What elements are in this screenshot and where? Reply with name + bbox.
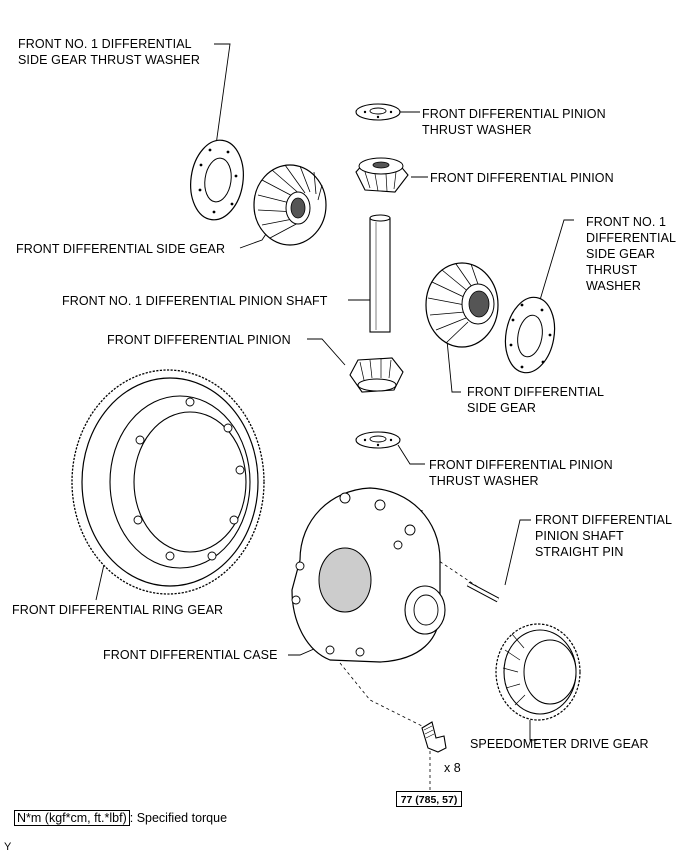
legend-text: : Specified torque — [129, 811, 228, 825]
label-line: SIDE GEAR THRUST WASHER — [18, 53, 200, 67]
figure-id: Y — [4, 841, 12, 853]
label-pinion-lower: FRONT DIFFERENTIAL PINION — [107, 333, 291, 347]
side-gear-thrust-washer-right — [504, 296, 556, 374]
legend-unit-box: N*m (kgf*cm, ft.*lbf) — [14, 810, 130, 826]
label-pinion-shaft: FRONT NO. 1 DIFFERENTIAL PINION SHAFT — [62, 294, 328, 308]
label-pinion-top: FRONT DIFFERENTIAL PINION — [430, 171, 614, 185]
straight-pin — [466, 581, 500, 603]
label-case: FRONT DIFFERENTIAL CASE — [103, 648, 278, 662]
label-line: DIFFERENTIAL — [586, 231, 677, 245]
torque-legend: N*m (kgf*cm, ft.*lbf): Specified torque — [14, 810, 227, 826]
pinion-top — [355, 157, 409, 193]
label-line: FRONT NO. 1 — [586, 215, 667, 229]
label-line: STRAIGHT PIN — [535, 545, 624, 559]
label-side-washer-left: FRONT NO. 1 DIFFERENTIAL SIDE GEAR THRUS… — [18, 36, 200, 68]
label-line: THRUST WASHER — [422, 123, 532, 137]
label-line: THRUST — [586, 263, 638, 277]
label-line: FRONT DIFFERENTIAL — [535, 513, 672, 527]
dashed-guides — [339, 544, 491, 790]
label-speedometer-gear: SPEEDOMETER DRIVE GEAR — [470, 737, 649, 751]
side-gear-left — [253, 164, 327, 246]
label-ring-gear: FRONT DIFFERENTIAL RING GEAR — [12, 603, 224, 617]
label-line: FRONT NO. 1 DIFFERENTIAL — [18, 37, 192, 51]
label-line: WASHER — [586, 279, 642, 293]
pinion-shaft — [369, 214, 391, 333]
torque-value-box: 77 (785, 57) — [396, 791, 462, 807]
side-gear-thrust-washer-left — [190, 139, 244, 221]
label-side-gear-right: FRONT DIFFERENTIAL SIDE GEAR — [467, 384, 604, 416]
label-pinion-washer-lower: FRONT DIFFERENTIAL PINION THRUST WASHER — [429, 457, 613, 489]
label-pinion-washer-top: FRONT DIFFERENTIAL PINION THRUST WASHER — [422, 106, 606, 138]
pinion-thrust-washer-lower — [355, 431, 401, 449]
label-line: PINION SHAFT — [535, 529, 624, 543]
label-line: FRONT DIFFERENTIAL PINION — [422, 107, 606, 121]
label-side-gear-left: FRONT DIFFERENTIAL SIDE GEAR — [16, 242, 226, 256]
pinion-lower — [349, 357, 404, 393]
label-straight-pin: FRONT DIFFERENTIAL PINION SHAFT STRAIGHT… — [535, 512, 672, 560]
pinion-thrust-washer-top — [355, 103, 401, 121]
ring-gear — [71, 369, 265, 595]
bolt-quantity: x 8 — [444, 761, 461, 775]
label-line: SIDE GEAR — [467, 401, 536, 415]
speedometer-drive-gear — [495, 623, 581, 721]
differential-case — [291, 487, 446, 663]
label-line: FRONT DIFFERENTIAL PINION — [429, 458, 613, 472]
label-line: THRUST WASHER — [429, 474, 539, 488]
side-gear-right — [425, 262, 499, 348]
label-line: FRONT DIFFERENTIAL — [467, 385, 604, 399]
case-bolt — [421, 721, 447, 753]
label-side-washer-right: FRONT NO. 1 DIFFERENTIAL SIDE GEAR THRUS… — [586, 214, 676, 294]
label-line: SIDE GEAR — [586, 247, 655, 261]
